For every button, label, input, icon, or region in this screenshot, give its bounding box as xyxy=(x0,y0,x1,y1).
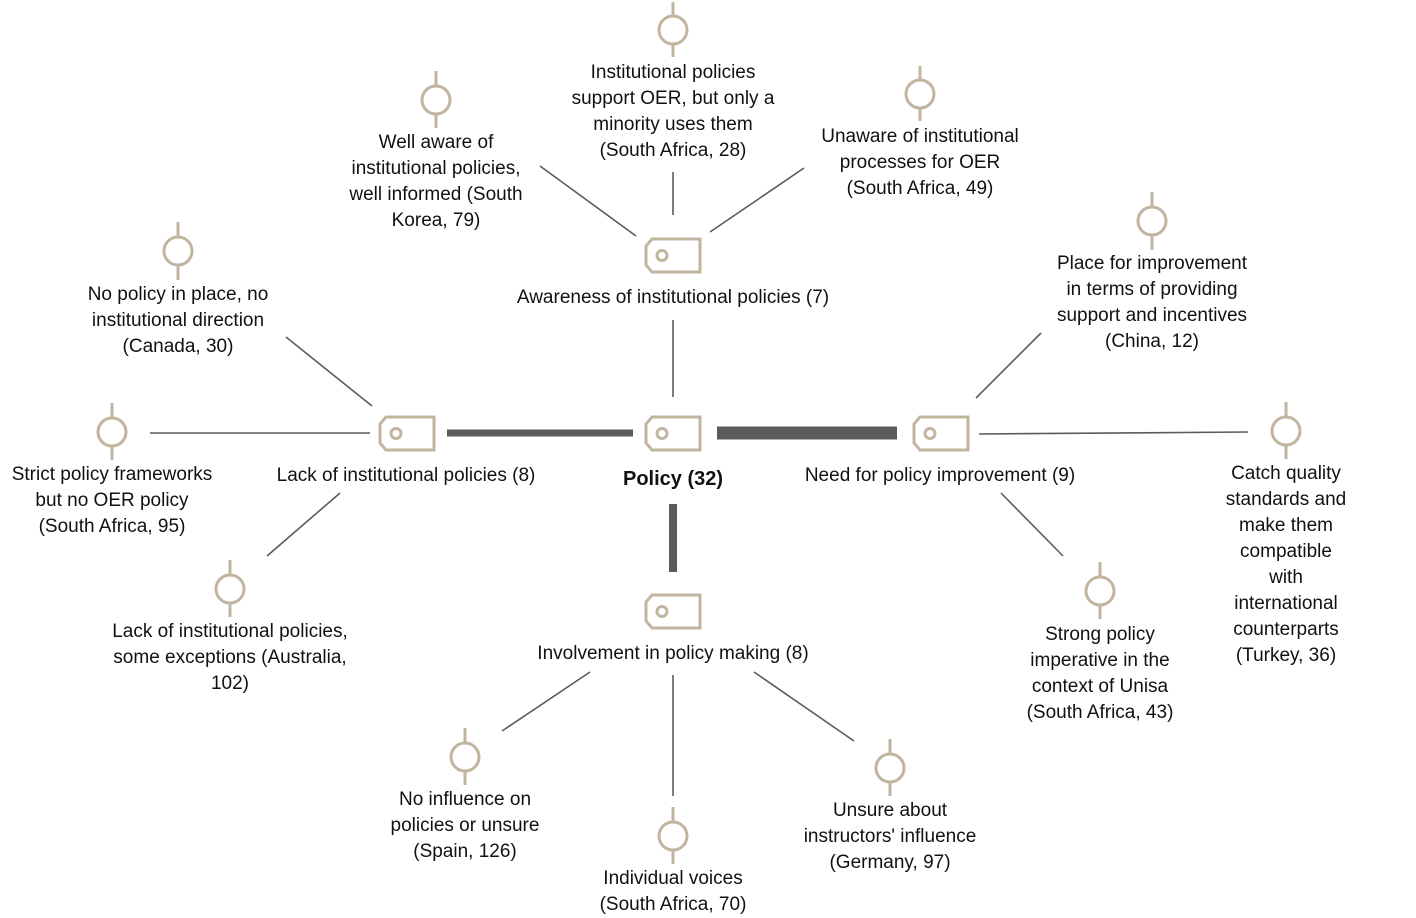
leaf-nodes xyxy=(96,2,1302,864)
leaf-node-icon xyxy=(874,739,906,796)
code-node-icon xyxy=(644,237,702,274)
leaf-node-icon xyxy=(214,560,246,617)
category-label-involvement: Involvement in policy making (8) xyxy=(537,643,809,664)
leaf-node-icon xyxy=(96,403,128,460)
link-need-leaf-1 xyxy=(975,332,1042,399)
code-node-icon xyxy=(912,415,970,452)
leaf-label: No policy in place, no institutional dir… xyxy=(87,284,269,357)
category-label-need: Need for policy improvement (9) xyxy=(804,465,1076,486)
link-need-leaf-2 xyxy=(978,431,1249,435)
leaf-label: Strict policy frameworks but no OER poli… xyxy=(11,464,213,537)
code-nodes xyxy=(378,237,970,630)
leaf-node-icon xyxy=(162,222,194,280)
leaf-label: Catch quality standards and make them co… xyxy=(1225,463,1347,666)
leaf-label: Strong policy imperative in the context … xyxy=(1026,624,1174,723)
leaf-label: Unsure about instructors' influence (Ger… xyxy=(803,800,977,873)
leaf-label: Place for improvement in terms of provid… xyxy=(1056,253,1248,352)
link-awareness-leaf-2 xyxy=(539,165,637,237)
category-label-lack: Lack of institutional policies (8) xyxy=(276,465,536,486)
leaf-node-icon xyxy=(904,66,936,121)
link-involvement-leaf-3 xyxy=(753,671,855,742)
leaf-label: Individual voices (South Africa, 70) xyxy=(599,868,747,915)
link-lack-leaf-1 xyxy=(285,336,373,407)
code-node-icon xyxy=(644,415,702,452)
center-node-label: Policy (32) xyxy=(622,468,724,490)
leaf-label: Institutional policies support OER, but … xyxy=(571,62,775,161)
leaf-node-icon xyxy=(1270,402,1302,459)
link-awareness-leaf-3 xyxy=(709,167,805,233)
leaf-node-icon xyxy=(449,728,481,785)
leaf-node-icon xyxy=(1084,562,1116,619)
leaf-label: Unaware of institutional processes for O… xyxy=(821,126,1019,199)
code-node-icon xyxy=(378,415,436,452)
leaf-node-icon xyxy=(420,71,452,128)
leaf-label: No influence on policies or unsure (Spai… xyxy=(390,789,540,862)
leaf-node-icon xyxy=(1136,192,1168,250)
code-node-icon xyxy=(644,593,702,630)
leaf-node-icon xyxy=(657,2,689,57)
link-involvement-leaf-1 xyxy=(501,671,591,732)
secondary-links xyxy=(150,165,1249,796)
link-need-leaf-3 xyxy=(1000,492,1064,557)
leaf-label: Well aware of institutional policies, we… xyxy=(349,132,523,231)
category-label-awareness: Awareness of institutional policies (7) xyxy=(516,287,830,308)
leaf-node-icon xyxy=(657,807,689,864)
leaf-label: Lack of institutional policies, some exc… xyxy=(112,621,348,694)
primary-links xyxy=(447,320,897,572)
link-lack-leaf-3 xyxy=(266,492,341,557)
